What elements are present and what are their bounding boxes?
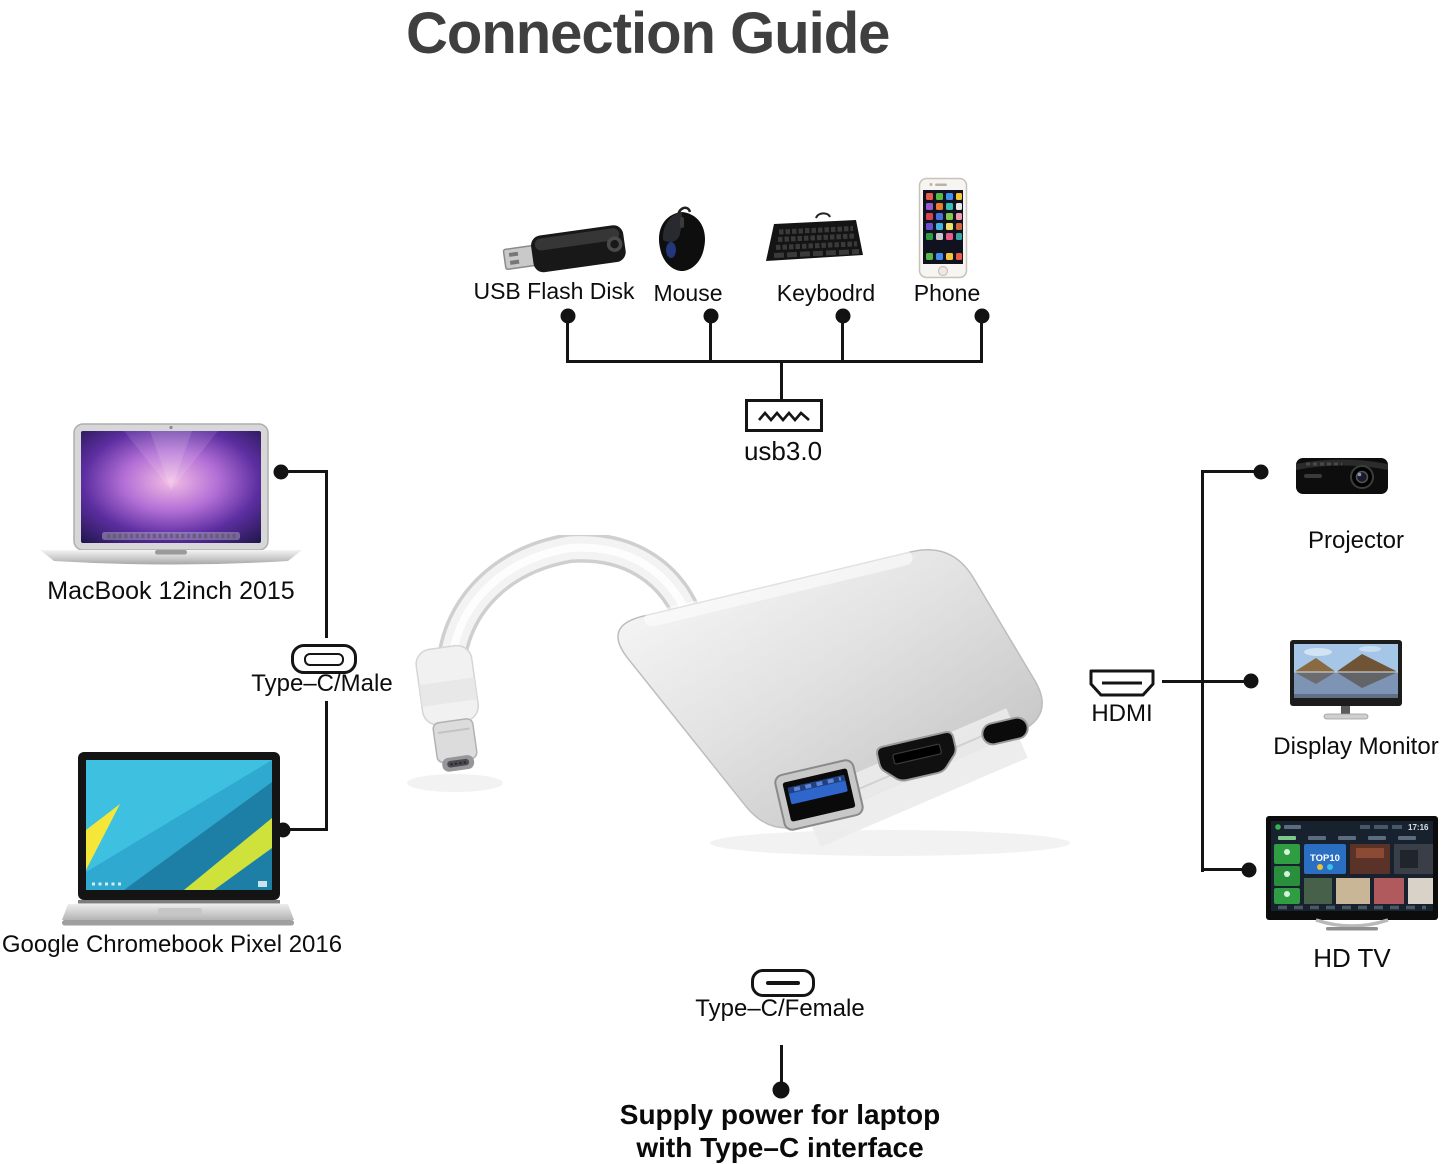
connector-line	[1201, 470, 1261, 473]
phone-image	[918, 177, 968, 279]
connector-line	[325, 701, 328, 831]
monitor-image	[1290, 640, 1402, 720]
connector-line	[780, 360, 783, 400]
tv-clock: 17:16	[1408, 823, 1429, 832]
keyboard-label: Keybodrd	[776, 280, 876, 306]
adapter-hdmi-port	[876, 731, 957, 782]
macbook-image	[40, 423, 302, 565]
tv-label: HD TV	[1313, 943, 1391, 973]
monitor-label: Display Monitor	[1273, 733, 1439, 760]
projector-image	[1296, 458, 1388, 494]
usb3-label: usb3.0	[743, 436, 823, 466]
type-c-male-icon	[291, 644, 357, 674]
chromebook-label: Google Chromebook Pixel 2016	[1, 931, 343, 958]
adapter-usb-c-plug	[415, 644, 480, 772]
usb3-port-icon	[745, 399, 823, 432]
power-note-line1: Supply power for laptop	[619, 1099, 941, 1130]
connector-line	[779, 1045, 783, 1089]
connector-dot	[1253, 464, 1269, 480]
connector-line	[325, 470, 328, 638]
connector-dot	[772, 1081, 790, 1099]
power-note-line2: with Type–C interface	[636, 1132, 924, 1163]
connector-line	[1201, 868, 1249, 871]
connector-line	[566, 360, 983, 363]
tv-top10-tile: TOP10	[1310, 853, 1340, 864]
connector-line	[980, 316, 983, 363]
adapter-usb-c-port	[981, 716, 1029, 746]
hdmi-icon	[1089, 669, 1155, 697]
adapter-usb-a-port	[774, 759, 864, 831]
hdmi-label: HDMI	[1091, 700, 1153, 727]
adapter-image	[407, 535, 1070, 856]
chromebook-image	[62, 752, 294, 926]
connector-line	[566, 316, 569, 363]
connector-line	[709, 316, 712, 363]
macbook-label: MacBook 12inch 2015	[47, 577, 295, 605]
usb-flash-disk-label: USB Flash Disk	[473, 278, 635, 304]
connector-line	[841, 316, 844, 363]
type-c-male-label: Type–C/Male	[251, 670, 393, 697]
keyboard-image	[766, 212, 863, 261]
connector-dot	[1243, 673, 1259, 689]
projector-label: Projector	[1307, 527, 1405, 554]
connector-line	[281, 470, 328, 473]
phone-label: Phone	[913, 280, 981, 306]
tv-image: 17:16 TOP10	[1266, 816, 1438, 931]
connector-line	[283, 828, 328, 831]
connector-dot	[1241, 862, 1257, 878]
mouse-image	[658, 206, 706, 271]
usb-flash-disk-image	[502, 225, 626, 273]
type-c-female-icon	[751, 969, 815, 997]
type-c-female-label: Type–C/Female	[695, 995, 865, 1022]
connector-line	[1162, 680, 1251, 683]
page-title: Connection Guide	[406, 1, 890, 66]
mouse-label: Mouse	[653, 280, 723, 306]
connector-line	[1201, 470, 1204, 872]
